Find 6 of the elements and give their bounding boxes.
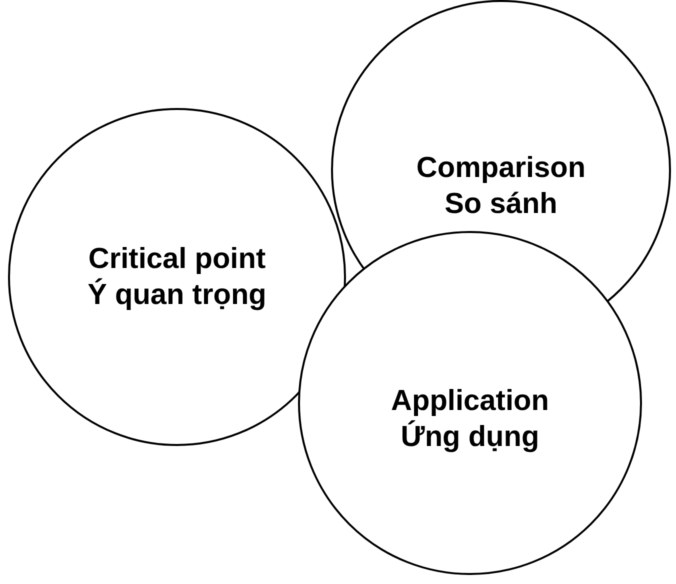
circle-label: Application [391,384,549,419]
circle-label: So sánh [444,187,558,222]
circle-label: Ý quan trọng [88,277,266,313]
circle-label: Comparison [416,150,586,186]
circle-label: Critical point [88,242,266,277]
circle-label: Ứng dụng [400,419,540,455]
